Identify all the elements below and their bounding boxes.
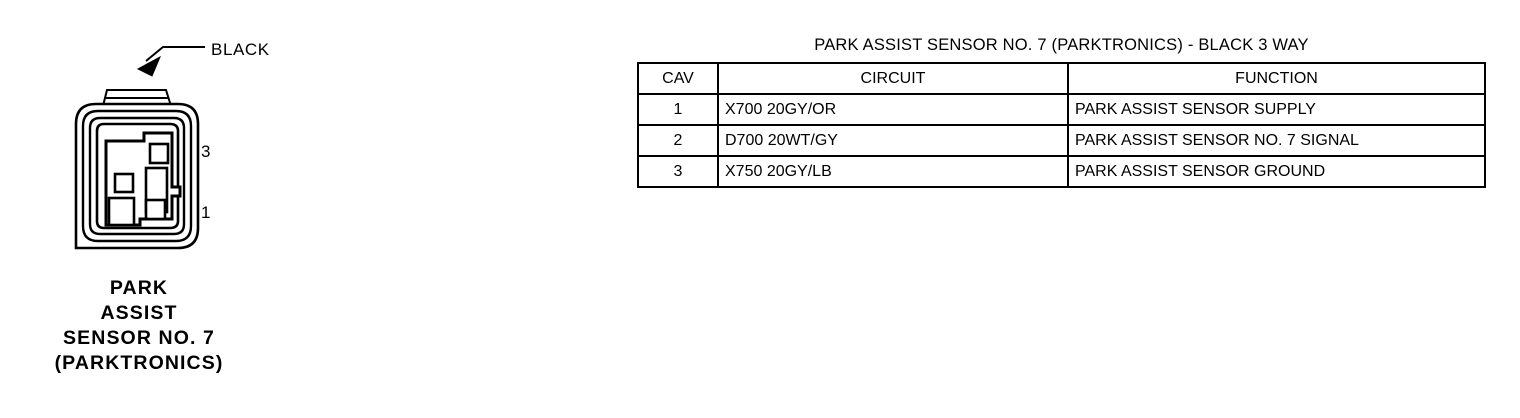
cell-circuit: X700 20GY/OR xyxy=(717,93,1069,126)
pin-number-3: 3 xyxy=(201,142,211,161)
cell-cav: 2 xyxy=(637,124,719,157)
cell-function: PARK ASSIST SENSOR SUPPLY xyxy=(1067,93,1486,126)
table-row: 2 D700 20WT/GY PARK ASSIST SENSOR NO. 7 … xyxy=(637,124,1486,157)
pin-number-1: 1 xyxy=(201,203,211,222)
pinout-table-panel: PARK ASSIST SENSOR NO. 7 (PARKTRONICS) -… xyxy=(637,36,1486,188)
cell-circuit: D700 20WT/GY xyxy=(717,124,1069,157)
caption-line-4: (PARKTRONICS) xyxy=(54,352,224,374)
pinout-table: CAV CIRCUIT FUNCTION 1 X700 20GY/OR PARK… xyxy=(637,62,1486,188)
terminal-opening-mid-left xyxy=(113,172,135,194)
terminal-opening-top-right xyxy=(148,142,170,165)
connector-shell-ring-2 xyxy=(81,109,193,243)
connector-illustration-panel: BLACK 3 1 PARK ASSIST SENSOR NO. 7 (PARK… xyxy=(0,0,330,418)
column-header-function: FUNCTION xyxy=(1067,62,1486,95)
cell-function: PARK ASSIST SENSOR NO. 7 SIGNAL xyxy=(1067,124,1486,157)
caption-line-2: ASSIST xyxy=(100,302,178,324)
cell-cav: 3 xyxy=(637,155,719,188)
cell-cav: 1 xyxy=(637,93,719,126)
black-callout-leader xyxy=(136,46,205,77)
cell-function: PARK ASSIST SENSOR GROUND xyxy=(1067,155,1486,188)
caption-line-3: SENSOR NO. 7 xyxy=(63,327,215,349)
caption-line-1: PARK xyxy=(109,277,169,299)
connector-drawing xyxy=(74,46,205,250)
black-callout-label: BLACK xyxy=(211,40,270,59)
connector-caption: PARK ASSIST SENSOR NO. 7 (PARKTRONICS) xyxy=(0,276,278,376)
cell-circuit: X750 20GY/LB xyxy=(717,155,1069,188)
table-row: 3 X750 20GY/LB PARK ASSIST SENSOR GROUND xyxy=(637,155,1486,188)
column-header-circuit: CIRCUIT xyxy=(717,62,1069,95)
connector-shell-ring-3 xyxy=(88,116,186,236)
terminal-opening-bottom-left xyxy=(107,196,136,227)
connector-cavity-wall xyxy=(95,122,180,230)
table-row: 1 X700 20GY/OR PARK ASSIST SENSOR SUPPLY xyxy=(637,93,1486,126)
terminal-opening-bottom-center xyxy=(144,198,167,221)
pinout-table-title: PARK ASSIST SENSOR NO. 7 (PARKTRONICS) -… xyxy=(814,36,1309,54)
table-header-row: CAV CIRCUIT FUNCTION xyxy=(637,62,1486,95)
column-header-cav: CAV xyxy=(637,62,719,95)
